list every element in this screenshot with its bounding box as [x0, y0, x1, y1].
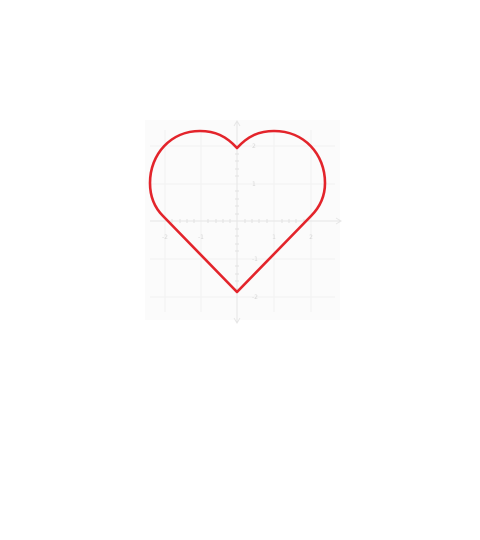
y-tick-label: -2: [252, 294, 258, 301]
x-tick-label: 2: [309, 234, 313, 241]
y-minor-ticks: [235, 153, 239, 290]
y-tick-label: 2: [252, 143, 256, 150]
y-axis-arrow-up-icon: [233, 120, 241, 127]
y-tick-label: -1: [252, 256, 258, 263]
y-tick-label: 1: [252, 181, 256, 188]
y-axis-arrow-down-icon: [233, 317, 241, 324]
x-tick-label: -2: [162, 234, 168, 241]
x-minor-ticks: [171, 219, 305, 223]
x-axis-arrow-right-icon: [335, 217, 342, 225]
y-tick-labels: 2 1 -1 -2: [252, 143, 258, 301]
x-tick-labels: -2 -1 1 2: [162, 234, 313, 241]
heart-outline-icon: [148, 129, 327, 294]
x-tick-label: -1: [198, 234, 204, 241]
x-tick-label: 1: [272, 234, 276, 241]
